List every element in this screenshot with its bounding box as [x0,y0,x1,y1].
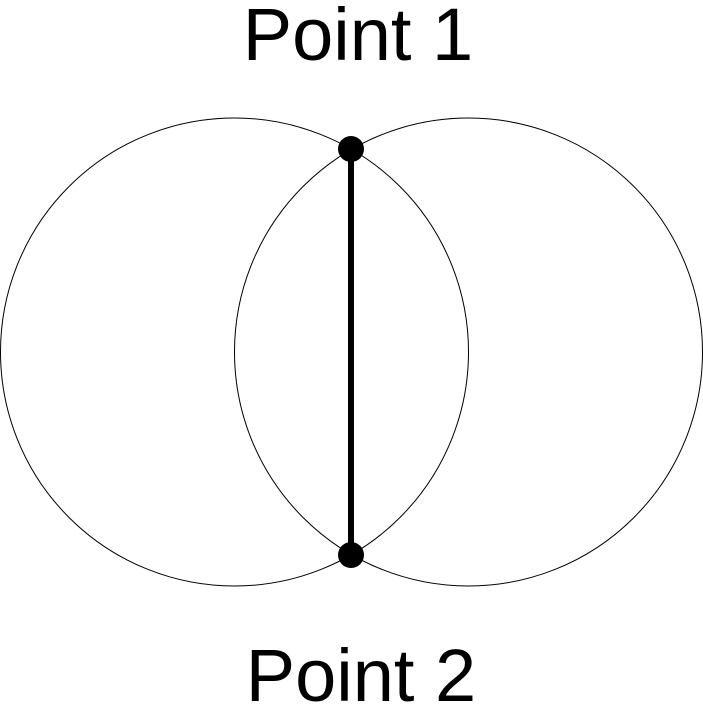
point-2-label: Point 2 [246,634,476,705]
point-2-marker [338,542,364,568]
left-circle [0,117,469,587]
point-1-marker [338,136,364,162]
point-1-label: Point 1 [243,0,473,76]
